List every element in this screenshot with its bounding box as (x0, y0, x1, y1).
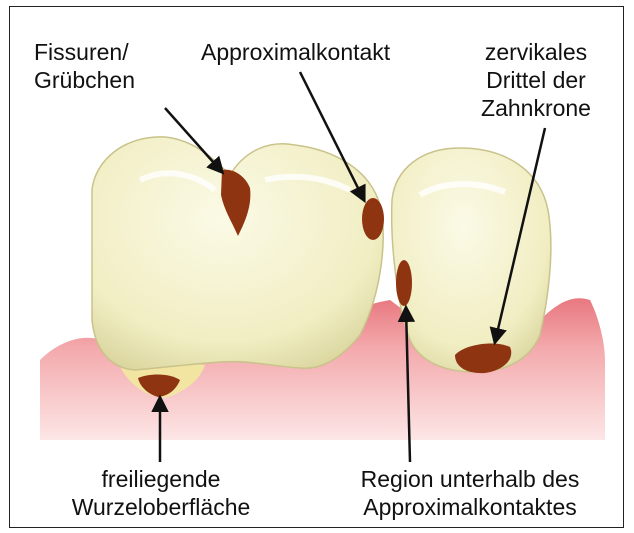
label-cervical-line2: Drittel der (466, 66, 606, 94)
label-cervical-line3: Zahnkrone (466, 94, 606, 122)
label-fissures: Fissuren/ Grübchen (34, 38, 135, 94)
label-root-line1: freiliegende (44, 465, 278, 493)
lesion-approximal-contact (362, 198, 384, 240)
lesion-below-contact (396, 260, 412, 306)
label-root-line2: Wurzeloberfläche (44, 493, 278, 521)
label-below-contact: Region unterhalb des Approximalkontaktes (330, 465, 610, 521)
label-fissures-line2: Grübchen (34, 66, 135, 94)
label-cervical-line1: zervikales (466, 38, 606, 66)
label-below-line1: Region unterhalb des (330, 465, 610, 493)
label-approximal-contact: Approximalkontakt (201, 38, 390, 66)
label-fissures-line1: Fissuren/ (34, 38, 135, 66)
label-root-surface: freiliegende Wurzeloberfläche (44, 465, 278, 521)
label-below-line2: Approximalkontaktes (330, 493, 610, 521)
label-approximal-contact-line1: Approximalkontakt (201, 38, 390, 66)
molar-crown (92, 137, 383, 370)
label-cervical-third: zervikales Drittel der Zahnkrone (466, 38, 606, 122)
